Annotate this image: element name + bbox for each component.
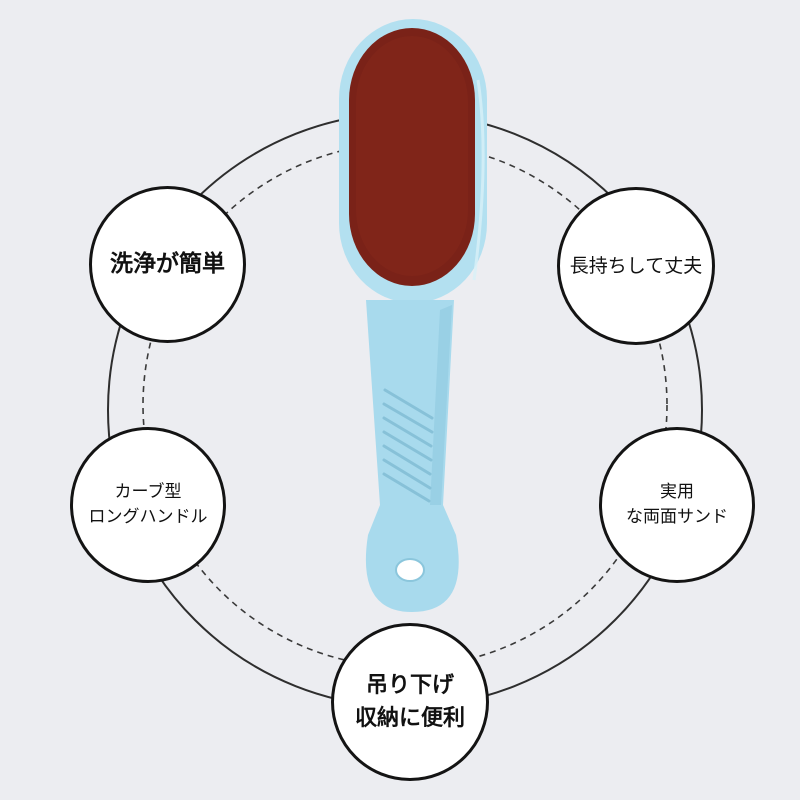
feature-easy-cleaning: 洗浄が簡単 — [89, 186, 246, 343]
grip-ridges — [382, 388, 434, 503]
hanging-hole — [395, 558, 425, 582]
feature-text-line-1: 吊り下げ — [365, 673, 454, 698]
feature-text-line-2: な両面サンド — [626, 507, 728, 527]
feature-text-line-2: 収納に便利 — [354, 706, 465, 731]
feature-text: 長持ちして丈夫 — [569, 254, 703, 277]
feature-text-line-1: カーブ型 — [114, 481, 182, 502]
feature-text: 洗浄が簡単 — [110, 251, 225, 278]
feature-text-line-2: ロングハンドル — [88, 507, 208, 527]
feature-text-line-1: 実用 — [660, 481, 694, 502]
feature-hanging-storage: 吊り下げ 収納に便利 — [331, 623, 489, 781]
file-handle — [365, 300, 459, 612]
foot-file — [339, 19, 487, 612]
feature-double-sided: 実用 な両面サンド — [599, 427, 755, 583]
feature-durable: 長持ちして丈夫 — [557, 187, 715, 345]
feature-curved-long-handle: カーブ型 ロングハンドル — [70, 427, 226, 583]
